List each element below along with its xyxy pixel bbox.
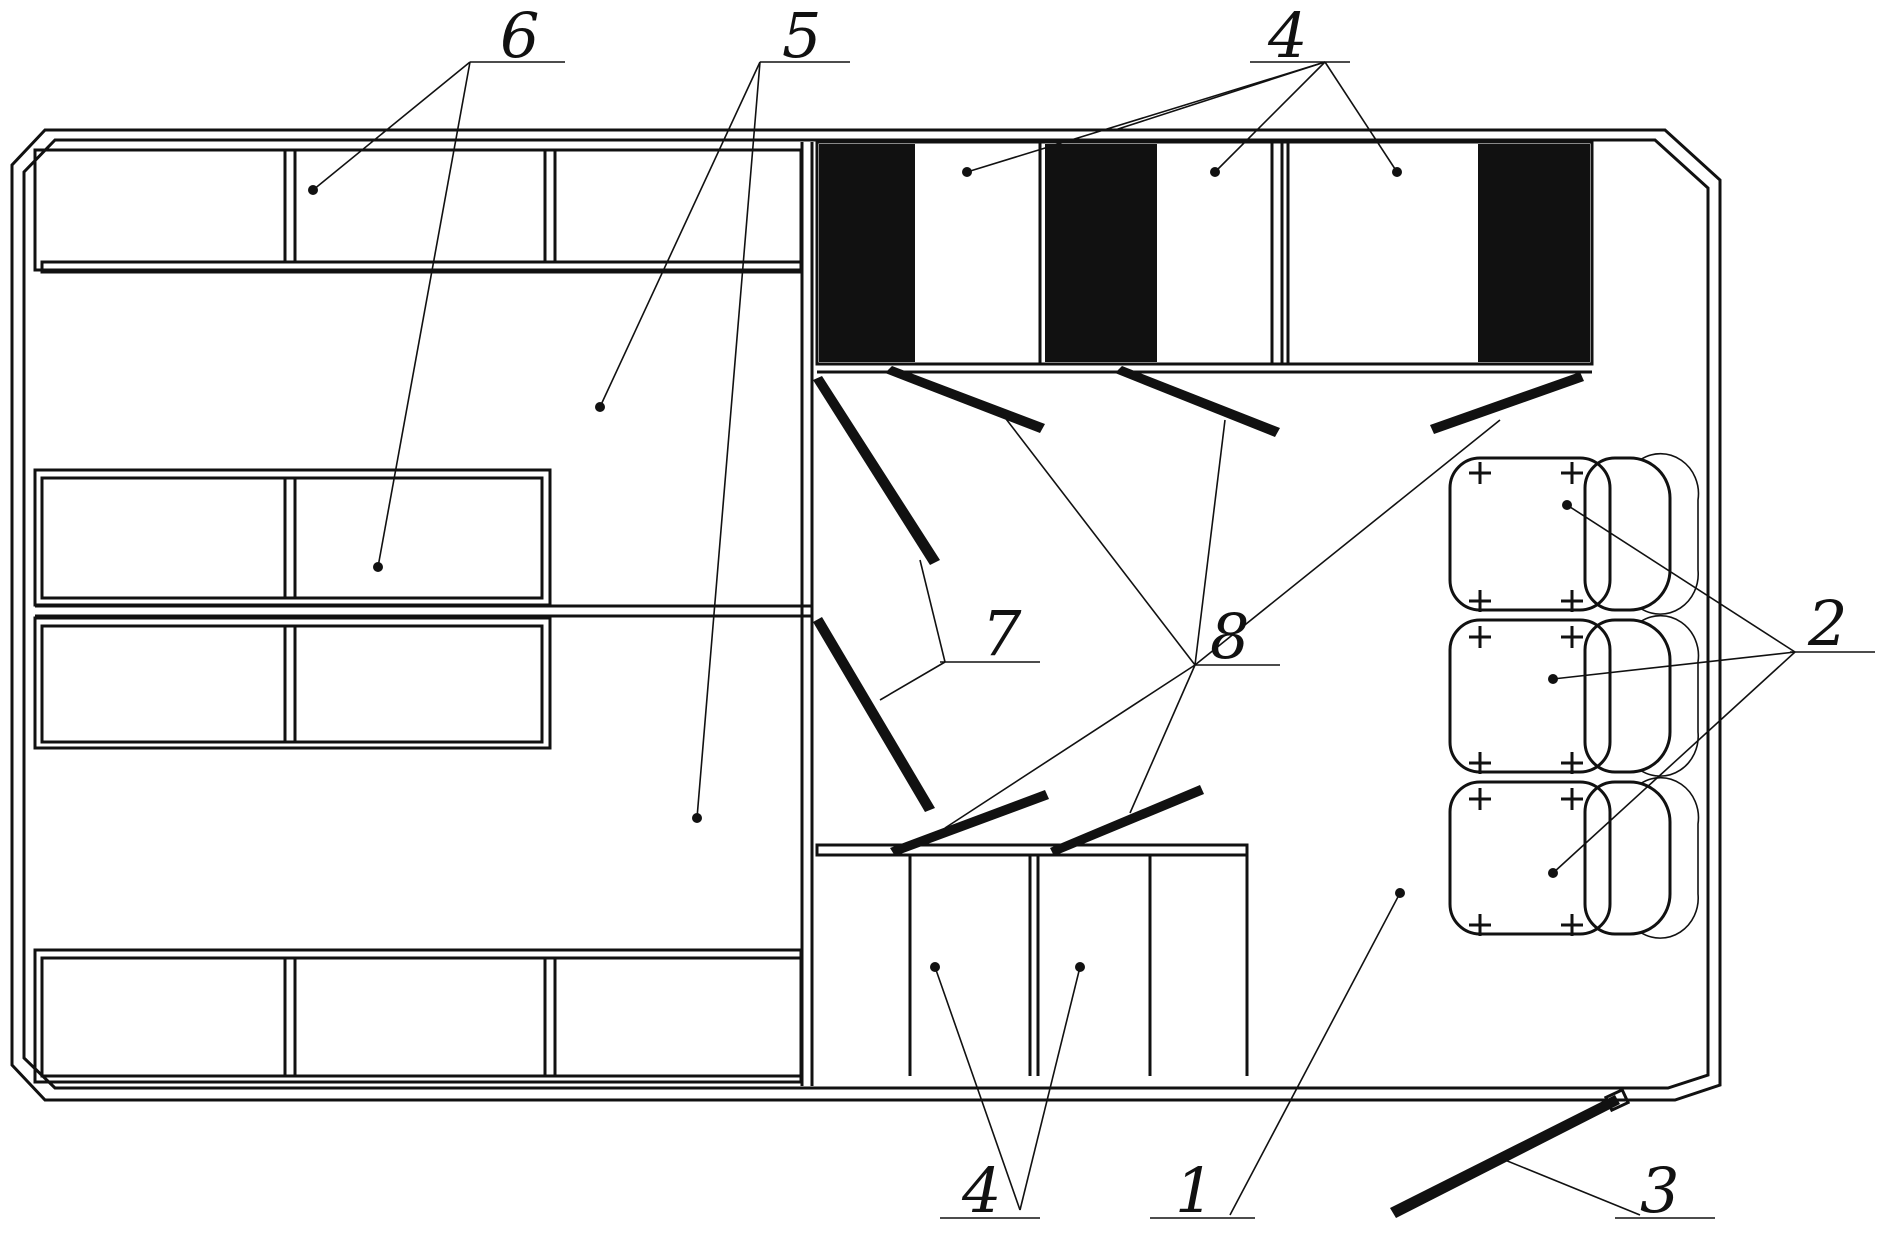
number-labels: 6 5 4 4 1 3 2 7 8 [500,0,1847,1227]
seat-1 [1448,456,1612,612]
left-zone [33,148,812,1084]
label-7: 7 [982,597,1022,670]
compartment-top-row [33,148,803,272]
label-5: 5 [782,0,821,72]
seats-2 [1448,452,1700,939]
label-6: 6 [500,0,539,72]
seat-2 [1448,618,1612,774]
label-8: 8 [1210,600,1249,673]
black-block-1 [819,144,915,362]
doors-8 [885,366,1584,856]
black-block-3 [1478,144,1590,362]
label-4-bottom: 4 [961,1154,1001,1227]
label-1: 1 [1175,1154,1214,1227]
black-block-2 [1045,144,1157,362]
label-3: 3 [1640,1154,1679,1227]
bottom-cabins [815,843,1249,1076]
label-4-top: 4 [1267,0,1307,72]
leader-dots [308,167,1572,972]
central-partition [800,142,814,1086]
seat-mount-marks [1469,462,1583,936]
seat-3 [1448,780,1612,936]
top-cabins [815,140,1594,374]
leader-lines [312,61,1875,1219]
doors-7 [813,376,940,812]
outer-hull [10,128,1722,1102]
compartment-mid-lower [33,616,552,750]
entrance-ramp-3 [1390,1087,1631,1218]
compartment-bottom-row [33,948,803,1084]
label-2: 2 [1807,587,1847,660]
compartment-mid-upper [33,468,552,607]
